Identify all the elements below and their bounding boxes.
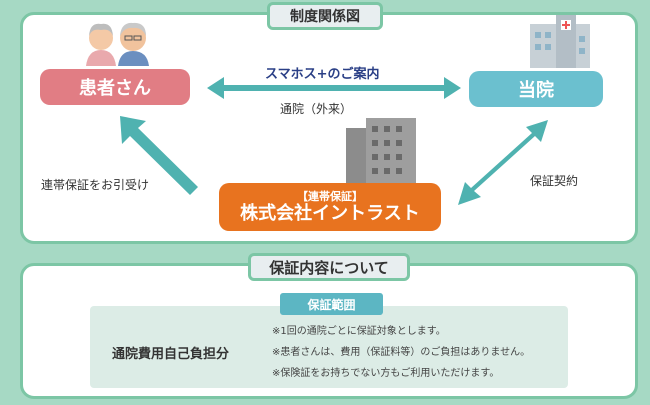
patient-node: 患者さん	[40, 69, 190, 105]
right-arrow-label: 保証契約	[530, 174, 579, 188]
hospital-building-icon	[530, 15, 590, 68]
coverage-note: ※1回の通院ごとに保証対象とします。	[272, 326, 446, 337]
arrow-bottom-label: 通院（外来）	[280, 102, 353, 116]
diagram-title: 制度関係図	[267, 2, 383, 30]
arrow-patient-hospital	[207, 77, 461, 99]
coverage-item-label: 通院費用自己負担分	[112, 347, 230, 362]
company-name: 株式会社イントラスト	[240, 202, 420, 224]
scope-title: 保証範囲	[280, 293, 383, 315]
arrow-company-patient	[120, 116, 198, 195]
company-building-icon	[346, 118, 416, 186]
company-tag: 【連帯保証】	[297, 189, 363, 203]
company-node: 【連帯保証】 株式会社イントラスト	[219, 183, 441, 231]
coverage-note: ※保険証をお持ちでない方もご利用いただけます。	[272, 368, 500, 379]
left-arrow-label: 連帯保証をお引受け	[41, 178, 150, 192]
arrow-top-label: スマホス+のご案内	[265, 67, 380, 82]
coverage-note: ※患者さんは、費用（保証料等）のご負担はありません。	[272, 347, 531, 358]
hospital-node: 当院	[469, 71, 603, 107]
scope-box	[90, 306, 568, 388]
elderly-couple-icon	[86, 22, 149, 66]
coverage-title: 保証内容について	[248, 253, 410, 281]
arrow-company-hospital	[458, 120, 548, 205]
